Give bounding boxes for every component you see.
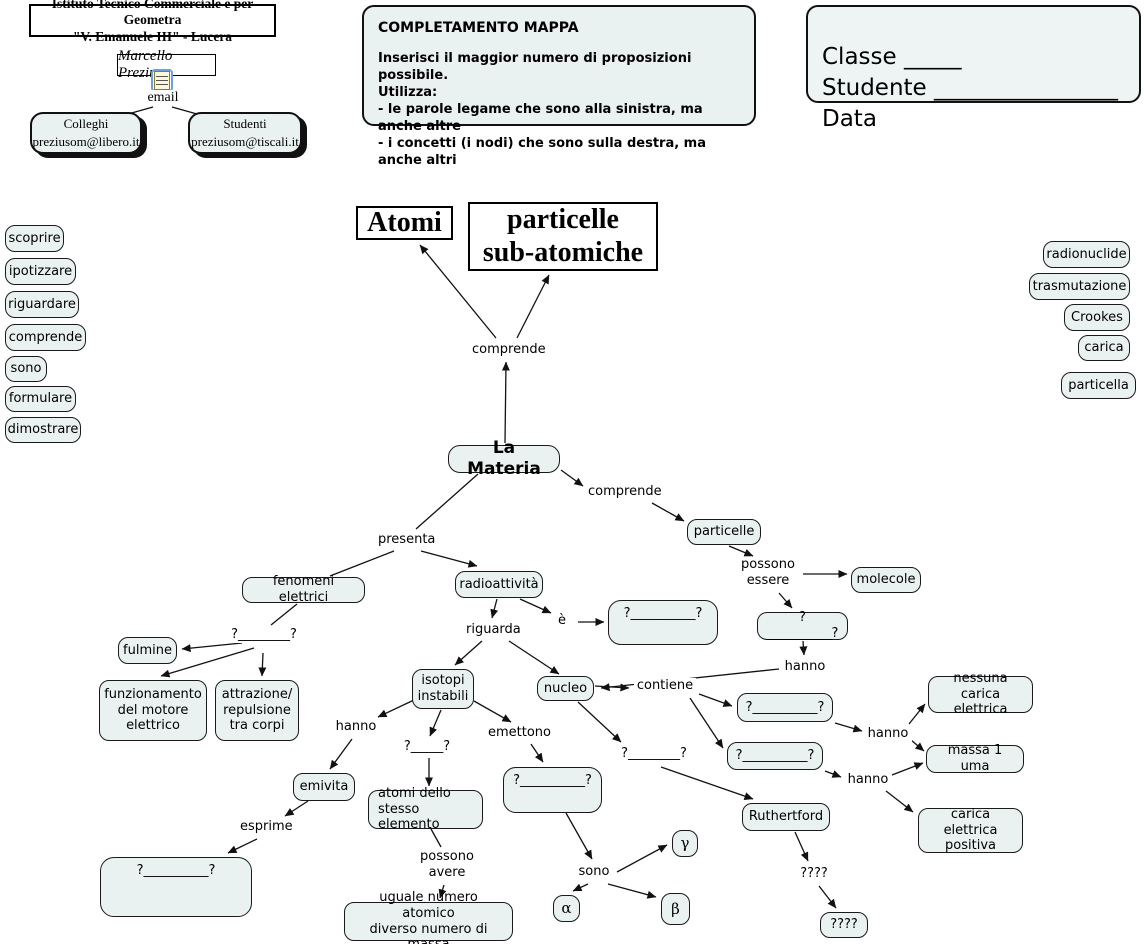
link-contiene[interactable]: contiene [634,678,696,695]
concept-molecole[interactable]: molecole [851,567,921,593]
word-bank-particella[interactable]: particella [1061,372,1136,399]
link-hanno-mid[interactable]: hanno [864,726,912,743]
link-esprime[interactable]: esprime [238,819,294,836]
instructions-box: COMPLETAMENTO MAPPA Inserisci il maggior… [362,5,756,168]
word-bank-trasmutazione[interactable]: trasmutazione [1029,273,1130,300]
concept-alpha[interactable]: α [553,895,580,922]
contact-email: preziusom@libero.it [32,134,140,149]
concept-isotopi-instabili[interactable]: isotopi instabili [412,669,474,709]
concept-fulmine[interactable]: fulmine [118,637,177,664]
word-bank-radionuclide[interactable]: radionuclide [1043,241,1130,268]
concept-gamma[interactable]: γ [672,830,698,857]
blank-concept-e-target[interactable]: ?__________? [608,600,718,645]
student-form-box[interactable]: Classe _____ Studente ________________ D… [806,5,1141,132]
blank-concept-possono-target[interactable]: ?__________? [757,610,848,641]
word-bank-sono[interactable]: sono [5,356,47,382]
instructions-body: Inserisci il maggior numero di proposizi… [378,51,706,168]
concept-la-materia[interactable]: La Materia [448,438,560,479]
concept-atomi-stesso-elemento[interactable]: atomi dello stesso elemento [368,786,483,832]
concept-ruthertford[interactable]: Ruthertford [742,803,830,831]
concept-atomi[interactable]: Atomi [356,206,453,240]
link-quattro-q[interactable]: ???? [795,866,833,883]
blank-concept-contiene-1[interactable]: ?__________? [737,693,833,722]
word-bank-ipotizzare[interactable]: ipotizzare [5,258,76,285]
link-sono[interactable]: sono [572,864,616,881]
concept-carica-positiva[interactable]: carica elettrica positiva [918,807,1023,853]
concept-funzionamento-motore[interactable]: funzionamento del motore elettrico [99,680,207,741]
concept-fenomeni-elettrici[interactable]: fenomeni elettrici [242,574,365,605]
concept-attrazione-repulsione[interactable]: attrazione/ repulsione tra corpi [215,680,299,741]
blank-concept-contiene-2[interactable]: ?__________? [727,742,823,770]
word-bank-crookes[interactable]: Crookes [1064,304,1130,331]
institution-title: Istituto Tecnico Commerciale e per Geome… [29,0,276,44]
concept-particelle[interactable]: particelle [687,519,761,545]
student-form-fields: Classe _____ Studente ________________ D… [822,44,1119,133]
contact-title: Studenti [223,116,267,132]
link-e[interactable]: è [554,613,570,630]
word-bank-riguardare[interactable]: riguardare [5,291,79,318]
institution-line1: Istituto Tecnico Commerciale e per Geome… [51,0,254,28]
link-riguarda[interactable]: riguarda [464,622,522,639]
link-blank-isotopi[interactable]: ?_____? [398,739,456,756]
link-comprende-right[interactable]: comprende [586,484,662,501]
link-possono-essere[interactable]: possono essere [735,557,801,590]
word-bank-formulare[interactable]: formulare [5,386,76,412]
instructions-title: COMPLETAMENTO MAPPA [378,20,579,36]
contact-email: preziusom@tiscali.it [191,134,299,149]
concept-emivita[interactable]: emivita [293,773,355,801]
concept-nessuna-carica[interactable]: nessuna carica elettrica [928,671,1033,717]
link-hanno-isotopi[interactable]: hanno [332,719,380,736]
blank-concept-emettono-target[interactable]: ?__________? [503,767,602,813]
blank-concept-esprime-target[interactable]: ?__________? [100,857,252,917]
link-blank-fenomeni[interactable]: ?________? [220,627,308,644]
document-icon [154,71,170,90]
concept-radioattivita[interactable]: radioattività [455,571,543,598]
email-resource-icon[interactable] [151,69,173,92]
link-comprende-top[interactable]: comprende [470,342,546,359]
contact-card-colleghi[interactable]: Colleghi preziusom@libero.it [30,112,142,154]
contact-card-studenti[interactable]: Studenti preziusom@tiscali.it [188,112,302,154]
concept-unknown-????[interactable]: ???? [820,912,868,938]
concept-uguale-numero[interactable]: uguale numero atomico diverso numero di … [344,890,513,944]
concept-particelle-sub-atomiche[interactable]: particelle sub-atomiche [468,202,658,271]
word-bank-scoprire[interactable]: scoprire [5,225,64,252]
word-bank-comprende[interactable]: comprende [5,324,86,351]
link-blank-nucleo[interactable]: ?________? [610,746,698,763]
link-hanno-low[interactable]: hanno [844,772,892,789]
concept-massa-1-uma[interactable]: massa 1 uma [926,743,1024,774]
link-emettono[interactable]: emettono [486,725,552,742]
concept-beta[interactable]: β [661,893,690,925]
institution-line2: "V. Emanuele III" - Lucera [72,28,233,44]
contact-title: Colleghi [63,116,109,132]
concept-nucleo[interactable]: nucleo [537,676,594,701]
link-possono-avere[interactable]: possono avere [418,849,476,882]
word-bank-dimostrare[interactable]: dimostrare [5,417,81,443]
word-bank-carica[interactable]: carica [1078,335,1130,361]
link-hanno-top[interactable]: hanno [781,659,829,676]
email-link-label: email [132,90,194,106]
link-presenta[interactable]: presenta [376,532,436,549]
